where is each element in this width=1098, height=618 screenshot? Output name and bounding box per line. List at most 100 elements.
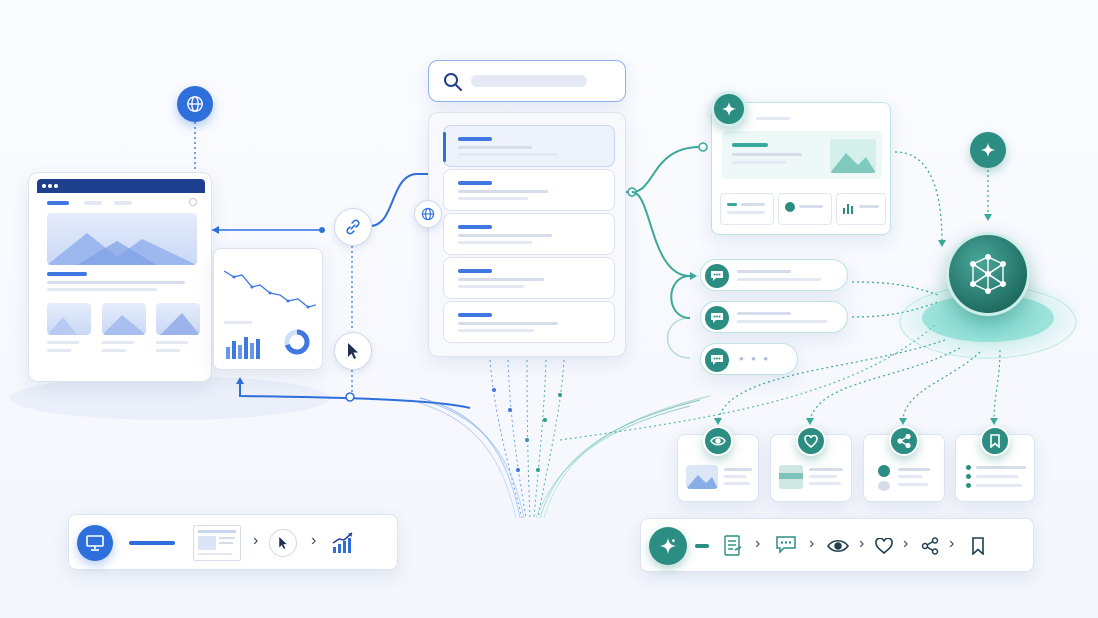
sparkle-icon xyxy=(721,101,737,117)
search-results-panel xyxy=(428,112,626,357)
nav-item[interactable] xyxy=(47,201,69,205)
grid-thumbnail-2[interactable] xyxy=(102,303,146,335)
typing-indicator: • • • xyxy=(739,351,770,366)
hub-arrowhead-top xyxy=(938,240,946,247)
chat-avatar xyxy=(705,306,729,330)
laptop-floor-shadow xyxy=(10,376,330,420)
flow-arrow: › xyxy=(949,535,955,552)
chip-bar xyxy=(859,205,879,208)
traditional-seo-flow: › › xyxy=(68,514,398,570)
result-text-bar xyxy=(458,153,558,156)
text-bar xyxy=(47,281,185,284)
sparkle-node[interactable] xyxy=(970,132,1006,168)
return-junction-dot xyxy=(345,392,355,402)
view-badge[interactable] xyxy=(703,426,733,456)
heart-icon[interactable] xyxy=(875,538,893,554)
nav-item[interactable] xyxy=(114,201,132,205)
flow-arrow: › xyxy=(311,532,317,549)
sparkle-badge[interactable] xyxy=(711,91,747,127)
bar-chart-graphic xyxy=(226,337,260,359)
fan-nodes xyxy=(492,388,562,472)
chat-message-2[interactable] xyxy=(700,301,848,333)
bookmark-icon[interactable] xyxy=(971,537,985,555)
save-badge[interactable] xyxy=(980,426,1010,456)
hub-to-share xyxy=(902,351,981,421)
grid-thumbnail-3[interactable] xyxy=(156,303,200,335)
card-text-bar xyxy=(976,466,1026,469)
result-title-bar xyxy=(458,181,492,185)
search-input[interactable] xyxy=(471,71,591,93)
neural-network-icon xyxy=(970,254,1006,294)
card-text-bar xyxy=(809,475,837,478)
message-bar xyxy=(737,312,791,315)
ai-card-to-hub xyxy=(894,151,943,243)
chip-bar xyxy=(741,203,765,206)
heart-icon xyxy=(804,434,818,448)
hub-to-eye xyxy=(717,339,946,421)
result-title-bar xyxy=(458,269,492,273)
webpage-mockup xyxy=(28,172,212,382)
globe-node[interactable] xyxy=(177,86,213,122)
settings-dot-icon[interactable] xyxy=(189,198,197,206)
share-preview-dot xyxy=(878,481,890,491)
document-icon[interactable] xyxy=(723,535,743,557)
summary-text-bar xyxy=(732,153,802,156)
card-text-bar xyxy=(898,468,930,471)
search-result-item[interactable] xyxy=(443,169,615,211)
card-text-bar xyxy=(724,475,746,478)
cursor-icon xyxy=(279,537,287,549)
eye-icon[interactable] xyxy=(827,538,849,554)
cursor-node[interactable] xyxy=(334,332,372,370)
chat-bubble-icon[interactable] xyxy=(775,535,797,555)
result-title-bar xyxy=(458,225,492,229)
result-text-bar xyxy=(458,329,534,332)
results-to-hub xyxy=(559,324,936,441)
bar-chart-icon xyxy=(843,204,853,214)
play-icon[interactable] xyxy=(785,202,795,212)
hub-ring-inner xyxy=(922,294,1054,342)
chat-message-1[interactable] xyxy=(700,259,848,291)
sparkle-flow-node[interactable] xyxy=(649,527,687,565)
nav-item[interactable] xyxy=(84,201,102,205)
search-result-item[interactable] xyxy=(443,301,615,343)
summary-text-bar xyxy=(732,161,786,164)
engagement-card-like[interactable] xyxy=(770,434,852,502)
card-text-bar xyxy=(976,484,1022,487)
web-source-node[interactable] xyxy=(414,200,442,228)
card-text-bar xyxy=(724,468,752,471)
link-node[interactable] xyxy=(334,208,372,246)
search-result-item[interactable] xyxy=(443,125,615,167)
flow-arrow: › xyxy=(755,535,761,552)
search-result-item[interactable] xyxy=(443,257,615,299)
search-bar[interactable] xyxy=(428,60,626,102)
result-text-bar xyxy=(458,322,558,325)
card-header-bar xyxy=(756,117,790,120)
bookmark-icon xyxy=(990,434,1000,448)
message-bar xyxy=(737,270,791,273)
like-badge[interactable] xyxy=(796,426,826,456)
result-text-bar xyxy=(458,278,544,281)
globe-icon xyxy=(421,207,435,221)
share-badge[interactable] xyxy=(889,426,919,456)
click-node[interactable] xyxy=(269,529,297,557)
monitor-node[interactable] xyxy=(77,525,113,561)
share-icon[interactable] xyxy=(921,537,939,555)
chat-bubble-icon xyxy=(711,355,723,365)
stats-chip[interactable] xyxy=(836,193,886,225)
card-text-bar xyxy=(898,483,928,486)
video-chip[interactable] xyxy=(778,193,832,225)
chat-message-typing[interactable]: • • • xyxy=(700,343,798,375)
search-icon[interactable] xyxy=(443,72,463,92)
source-chip[interactable] xyxy=(720,193,774,225)
grid-thumbnail-1[interactable] xyxy=(47,303,91,335)
ai-hub[interactable] xyxy=(946,232,1030,316)
branch-to-ai-card xyxy=(615,146,701,193)
webpage-thumbnail[interactable] xyxy=(193,525,241,561)
panel-label-bar xyxy=(224,321,252,324)
card-text-bar xyxy=(976,475,1018,478)
search-result-item[interactable] xyxy=(443,213,615,255)
eye-icon xyxy=(710,436,726,446)
browser-header xyxy=(37,179,205,193)
result-title-bar xyxy=(458,137,492,141)
ai-overview-card[interactable] xyxy=(711,102,891,235)
